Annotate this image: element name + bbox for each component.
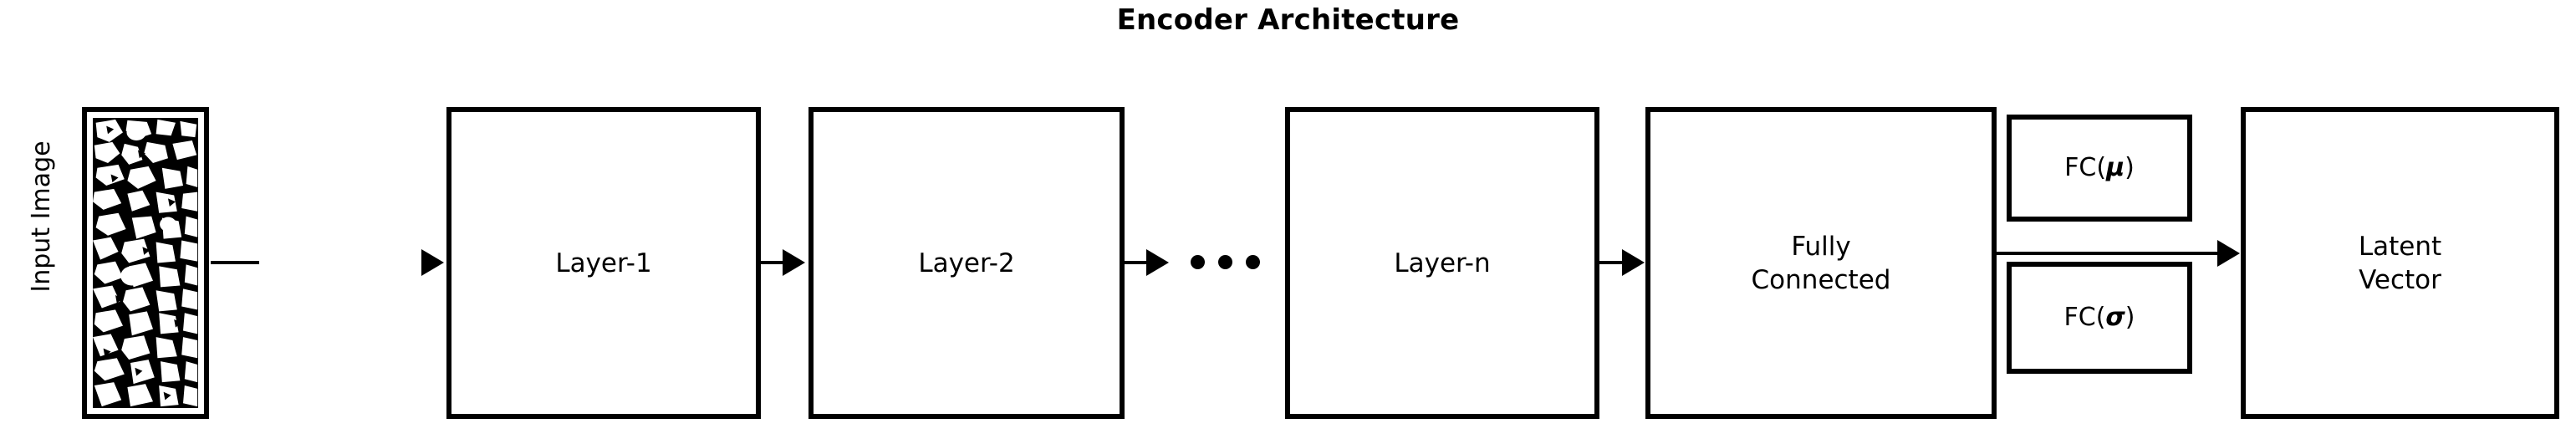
node-fully-connected[interactable]: Fully Connected [1645, 107, 1997, 419]
arrowhead-layer-2 [783, 249, 805, 276]
fc-mu-suffix: ) [2125, 153, 2135, 182]
fc-mu-greek-mu: μ [2106, 153, 2125, 182]
node-layer-1[interactable]: Layer-1 [446, 107, 761, 419]
fc-mu-prefix: FC( [2064, 153, 2107, 182]
arrowhead-ellipsis [1146, 249, 1169, 276]
node-fc-sigma-label: FC(σ) [2058, 303, 2140, 333]
arrowhead-fully-connected [1622, 249, 1645, 276]
edge-layer-2-to-ellipsis [1125, 261, 1150, 264]
ellipsis-dot [1218, 255, 1232, 269]
node-layer-n[interactable]: Layer-n [1285, 107, 1599, 419]
page-title: Encoder Architecture [1116, 3, 1460, 37]
edge-input-image-to-layer-1 [211, 261, 259, 264]
node-fc-mu[interactable]: FC(μ) [2007, 115, 2192, 222]
node-fc-sigma[interactable]: FC(σ) [2007, 262, 2192, 374]
node-layer-2-label: Layer-2 [918, 248, 1015, 278]
node-layer-1-label: Layer-1 [555, 248, 652, 278]
arrowhead-layer-1 [421, 249, 444, 276]
node-fully-connected-label: Fully Connected [1751, 231, 1891, 295]
edge-fully-connected-to-latent-vector [1997, 252, 2222, 255]
ellipsis-dot [1191, 255, 1205, 269]
node-layer-2[interactable]: Layer-2 [809, 107, 1125, 419]
ellipsis-dot [1246, 255, 1260, 269]
node-latent-vector[interactable]: Latent Vector [2241, 107, 2559, 419]
node-layer-n-label: Layer-n [1394, 248, 1491, 278]
fc-sigma-suffix: ) [2125, 303, 2135, 332]
input-image-axis-label: Input Image [27, 140, 56, 293]
arrowhead-latent-vector [2217, 240, 2240, 267]
node-fc-mu-label: FC(μ) [2059, 153, 2140, 183]
fc-sigma-greek-sigma: σ [2105, 303, 2125, 332]
fc-sigma-prefix: FC( [2063, 303, 2106, 332]
node-input-image [82, 107, 209, 419]
edge-layer-1-to-layer-2 [761, 261, 786, 264]
ellipsis-dots [1191, 255, 1260, 269]
edge-layer-n-to-fully-connected [1599, 261, 1626, 264]
node-latent-vector-label: Latent Vector [2358, 231, 2442, 295]
binary-micrograph-image [93, 118, 198, 408]
